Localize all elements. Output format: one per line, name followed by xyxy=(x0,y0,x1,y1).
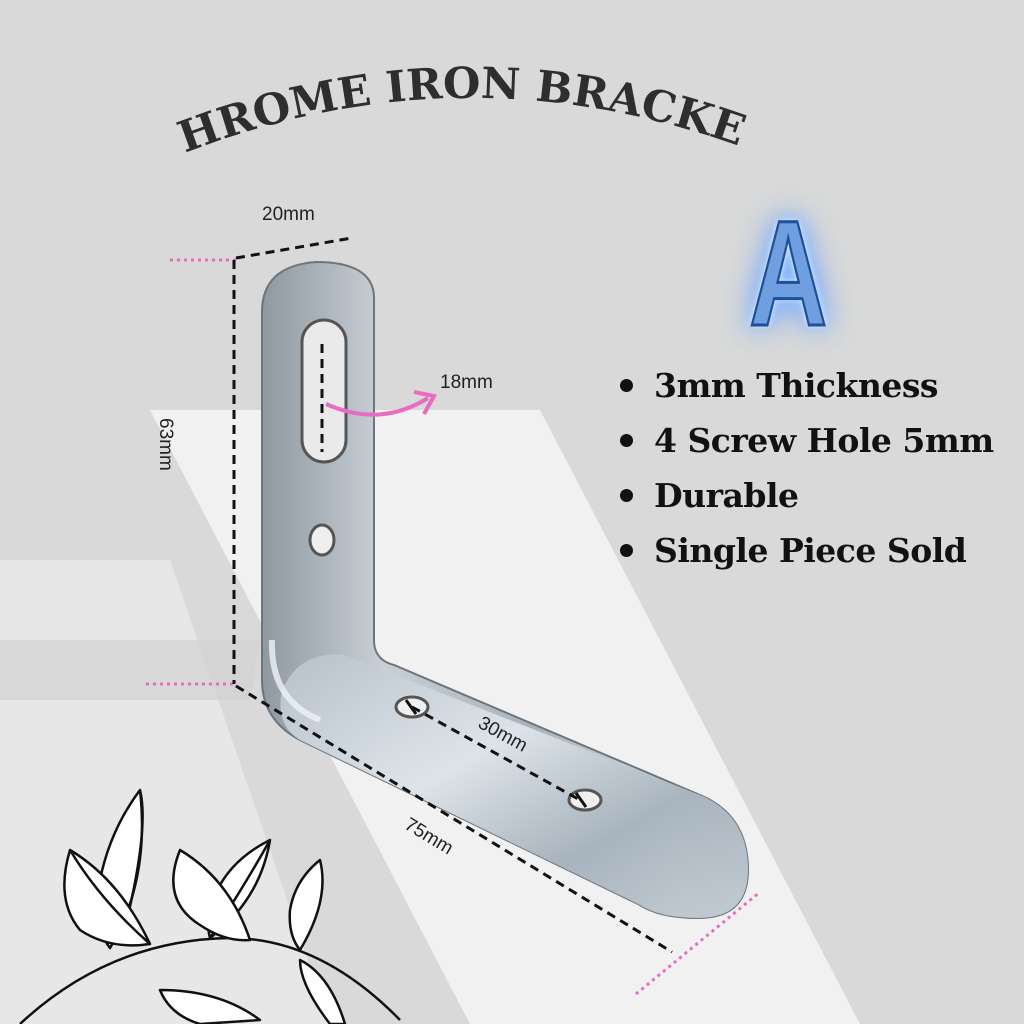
bullet-icon xyxy=(620,434,633,447)
bullet-icon xyxy=(620,544,633,557)
slot-hole xyxy=(300,318,348,464)
leaf-decoration xyxy=(19,788,401,1024)
screw-hole xyxy=(308,523,336,557)
svg-text:CHROME IRON BRACKET: CHROME IRON BRACKET xyxy=(0,0,752,163)
bullet-icon xyxy=(620,379,633,392)
slot-label: 18mm xyxy=(440,372,493,393)
feature-item: 4 Screw Hole 5mm xyxy=(612,413,994,468)
height-label: 63mm xyxy=(155,418,176,471)
feature-list: 3mm Thickness 4 Screw Hole 5mm Durable S… xyxy=(612,358,994,578)
bullet-icon xyxy=(620,489,633,502)
variant-badge: A xyxy=(748,188,828,359)
feature-item: Single Piece Sold xyxy=(612,523,994,578)
dimension-lines xyxy=(146,236,761,996)
feature-item: 3mm Thickness xyxy=(612,358,994,413)
bracket xyxy=(261,260,750,920)
feature-item: Durable xyxy=(612,468,994,523)
width-label: 20mm xyxy=(262,204,315,225)
